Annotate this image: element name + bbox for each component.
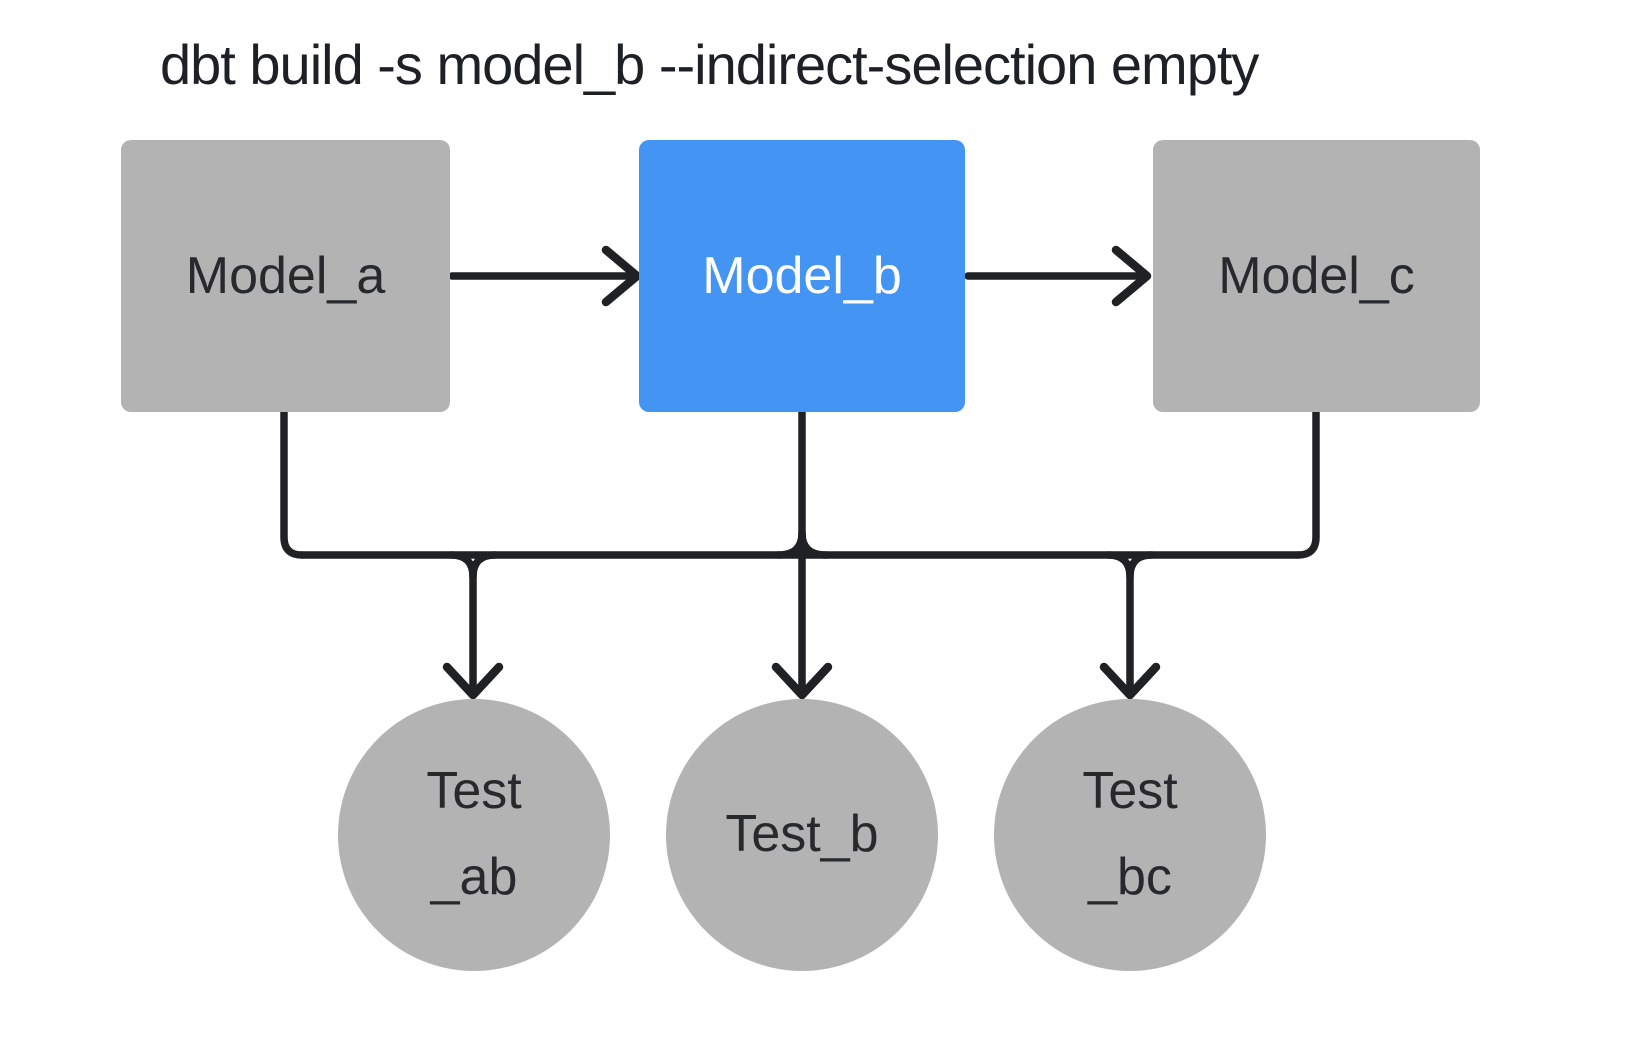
arrowhead-test-bc-icon [1099,662,1161,700]
node-test-ab-label-line-1: Test [426,762,522,821]
arrowhead-test-ab-icon [442,662,504,700]
edge-model-a-to-bus [280,408,306,559]
node-model-a-label: Model_a [185,247,386,305]
node-test-b-label: Test_b [725,805,879,864]
bus-fillet-model-b-left [774,529,806,559]
arrowhead-model-c-icon [1111,245,1152,307]
node-model-b-label: Model_b [702,247,902,305]
edge-bus-to-test-bc [1104,551,1134,690]
arrowhead-model-b-icon [601,245,642,307]
node-model-c: Model_c [1153,140,1480,412]
arrowhead-test-b-icon [771,662,833,700]
node-test-ab: Test _ab [338,699,610,971]
node-test-ab-label-line-2: _ab [430,848,518,906]
bus-fillet-test-ab-right [469,551,499,581]
diagram-title: dbt build -s model_b --indirect-selectio… [160,33,1259,96]
node-test-bc-label-line-2: _bc [1088,848,1172,906]
edge-model-c-to-bus [1294,408,1320,559]
node-model-c-label: Model_c [1218,247,1415,305]
bus-fillet-test-bc-right [1126,551,1156,581]
node-test-bc: Test _bc [994,699,1266,971]
bus-fillet-model-b-right [798,529,830,559]
node-test-bc-label-line-1: Test [1082,762,1178,821]
node-test-b: Test_b [666,699,938,971]
node-model-b-selected: Model_b [639,140,965,412]
node-model-a: Model_a [121,140,450,412]
edge-bus-to-test-ab [447,551,477,690]
